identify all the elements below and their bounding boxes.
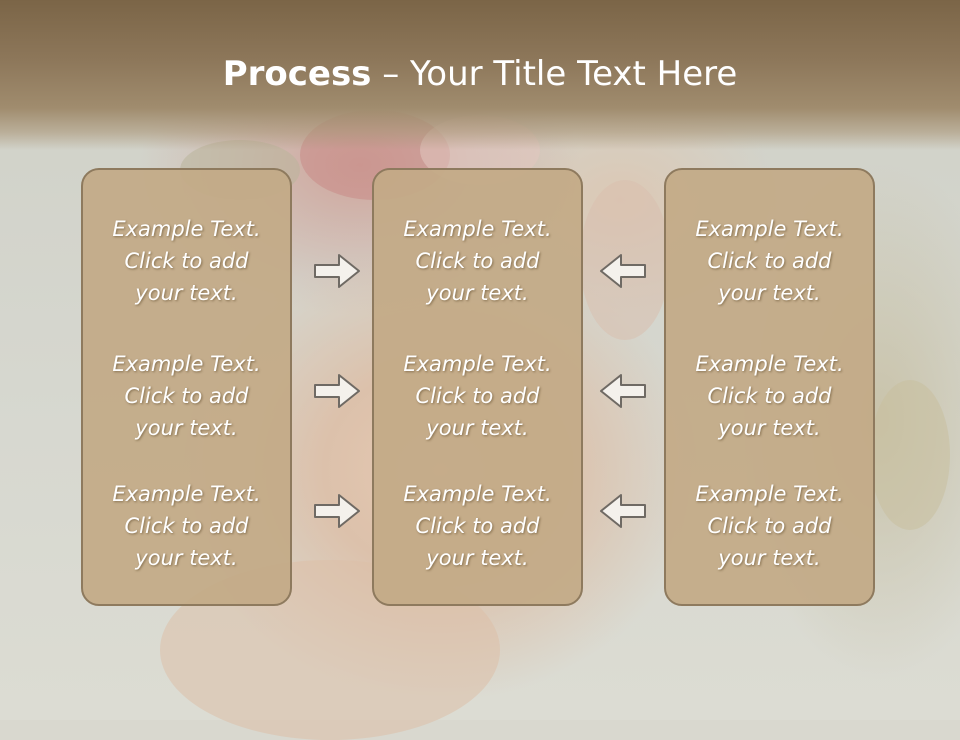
text-placeholder[interactable]: Example Text. Click to add your text. [112,352,261,440]
text-placeholder[interactable]: Example Text. Click to add your text. [695,352,844,440]
title-band [0,0,960,150]
arrow-left-icon [600,494,646,528]
arrow-right-icon [314,374,360,408]
process-box-right: Example Text. Click to add your text. Ex… [664,168,875,606]
process-box-center: Example Text. Click to add your text. Ex… [372,168,583,606]
arrow-right-icon [314,494,360,528]
text-placeholder[interactable]: Example Text. Click to add your text. [695,217,844,305]
text-placeholder[interactable]: Example Text. Click to add your text. [403,482,552,570]
title-bold: Process [222,54,372,94]
text-placeholder[interactable]: Example Text. Click to add your text. [112,217,261,305]
text-placeholder[interactable]: Example Text. Click to add your text. [403,217,552,305]
text-placeholder[interactable]: Example Text. Click to add your text. [403,352,552,440]
text-placeholder[interactable]: Example Text. Click to add your text. [695,482,844,570]
flower-decoration [580,180,670,340]
title-rest: – Your Title Text Here [371,54,738,94]
flower-decoration [870,380,950,530]
arrow-left-icon [600,254,646,288]
text-placeholder[interactable]: Example Text. Click to add your text. [112,482,261,570]
process-box-left: Example Text. Click to add your text. Ex… [81,168,292,606]
arrow-left-icon [600,374,646,408]
arrow-right-icon [314,254,360,288]
slide-title[interactable]: Process – Your Title Text Here [0,52,960,96]
